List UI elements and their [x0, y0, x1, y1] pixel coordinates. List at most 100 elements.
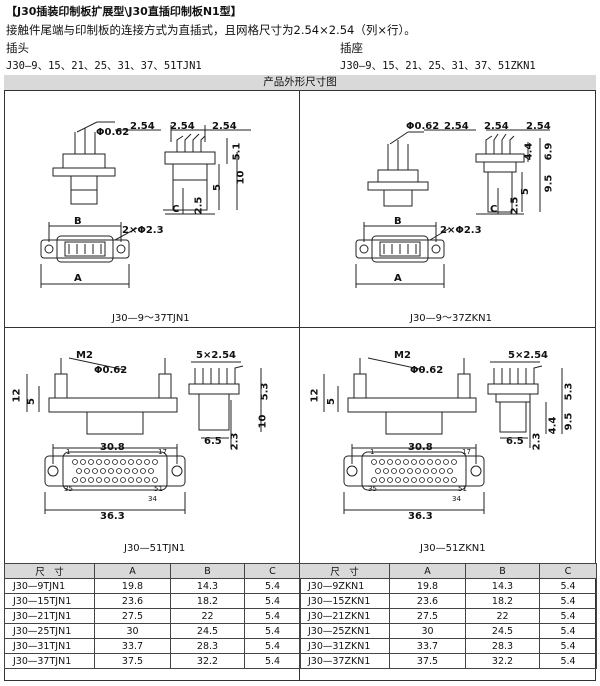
table-cell: J30—9ZKN1	[299, 578, 390, 594]
table-cell: J30—25ZKN1	[299, 623, 390, 639]
section-title: 产品外形尺寸图	[4, 75, 596, 91]
dim-pitch3-r: 2.54	[526, 121, 551, 132]
table-header-cell: A	[389, 563, 466, 579]
table-header-cell: C	[244, 563, 301, 579]
table-cell: 5.4	[244, 638, 301, 654]
dim-b: B	[74, 216, 82, 227]
dim-36-3-br: 36.3	[408, 511, 433, 522]
table-cell: 33.7	[94, 638, 171, 654]
dim-5-1: 5.1	[231, 142, 243, 161]
table-cell: 5.4	[244, 578, 301, 594]
dim-c: C	[172, 204, 180, 215]
dim-b-r: B	[394, 216, 402, 227]
dim-12-br: 12	[309, 388, 321, 403]
table-cell: J30—15ZKN1	[299, 593, 390, 609]
table-cell: 23.6	[94, 593, 171, 609]
dim-2-5: 2.5	[193, 196, 205, 215]
dim-c-r: C	[490, 204, 498, 215]
dim-5-3-bl: 5.3	[259, 382, 271, 401]
table-cell: 27.5	[389, 608, 466, 624]
table-cell: 5.4	[539, 593, 597, 609]
dim-holes-r: 2×Φ2.3	[440, 225, 482, 236]
dim-2-3-bl: 2.3	[229, 432, 241, 451]
row-divider-1	[4, 327, 596, 328]
caption-bottom-left: J30—51TJN1	[124, 543, 186, 554]
dim-a: A	[74, 273, 82, 284]
table-cell: J30—37ZKN1	[299, 653, 390, 669]
table-cell: J30—9TJN1	[4, 578, 95, 594]
dim-5: 5	[211, 184, 223, 191]
table-cell: 24.5	[465, 623, 540, 639]
caption-bottom-right: J30—51ZKN1	[420, 543, 486, 554]
dim-holes: 2×Φ2.3	[122, 225, 164, 236]
drawing-bottom-right	[323, 357, 563, 514]
pin-35-br: 35	[368, 485, 377, 493]
dim-2-5-r: 2.5	[509, 196, 521, 215]
table-cell: J30—25TJN1	[4, 623, 95, 639]
table-cell: 28.3	[170, 638, 245, 654]
table-cell: 5.4	[244, 593, 301, 609]
table-cell: J30—31TJN1	[4, 638, 95, 654]
table-cell: 22	[170, 608, 245, 624]
table-cell: 5.4	[539, 623, 597, 639]
table-cell: J30—21TJN1	[4, 608, 95, 624]
table-header-cell: 尺 寸	[299, 563, 390, 579]
dim-pitch1: 2.54	[130, 121, 155, 132]
table-cell: 14.3	[170, 578, 245, 594]
table-cell: 5.4	[244, 608, 301, 624]
table-cell: 5.4	[539, 578, 597, 594]
socket-label: 插座	[340, 41, 363, 55]
table-cell: 14.3	[465, 578, 540, 594]
dim-9-5-br: 9.5	[563, 412, 575, 431]
dim-6-5-bl: 6.5	[204, 436, 222, 447]
table-cell: 27.5	[94, 608, 171, 624]
caption-top-left: J30—9～37TJN1	[112, 313, 190, 324]
dim-dia-r: Φ0.62	[406, 121, 440, 132]
table-cell: 37.5	[389, 653, 466, 669]
plug-models: J30—9、15、21、25、31、37、51TJN1	[6, 60, 202, 72]
table-header-cell: C	[539, 563, 597, 579]
dim-6-5-br: 6.5	[506, 436, 524, 447]
pin-1-bl: 1	[66, 448, 71, 456]
dim-10: 10	[235, 170, 247, 185]
table-cell: 32.2	[170, 653, 245, 669]
center-divider	[299, 91, 300, 681]
table-cell: 28.3	[465, 638, 540, 654]
dim-10-bl: 10	[257, 414, 269, 429]
dim-5-r: 5	[519, 188, 531, 195]
pin-1-br: 1	[370, 448, 375, 456]
pin-34-bl: 34	[148, 495, 157, 503]
table-cell: 30	[389, 623, 466, 639]
dim-36-3-bl: 36.3	[100, 511, 125, 522]
socket-models: J30—9、15、21、25、31、37、51ZKN1	[340, 60, 536, 72]
table-cell: 22	[465, 608, 540, 624]
pin-35-bl: 35	[64, 485, 73, 493]
table-header-cell: B	[170, 563, 245, 579]
drawing-top-right	[355, 129, 550, 288]
dim-5-bl: 5	[25, 398, 37, 405]
dim-m2-br: M2	[394, 350, 411, 361]
dim-12-bl: 12	[11, 388, 23, 403]
table-cell: J30—37TJN1	[4, 653, 95, 669]
dim-30-8-br: 30.8	[408, 442, 433, 453]
pin-34-br: 34	[452, 495, 461, 503]
dim-dia-br: Φ0.62	[410, 365, 444, 376]
table-cell: 33.7	[389, 638, 466, 654]
table-cell: 19.8	[389, 578, 466, 594]
dim-pitch2-r: 2.54	[484, 121, 509, 132]
dim-a-r: A	[394, 273, 402, 284]
table-header-cell: 尺 寸	[4, 563, 95, 579]
dim-2-3-br: 2.3	[531, 432, 543, 451]
dim-5-3-br: 5.3	[563, 382, 575, 401]
dim-dia-bl: Φ0.62	[94, 365, 128, 376]
